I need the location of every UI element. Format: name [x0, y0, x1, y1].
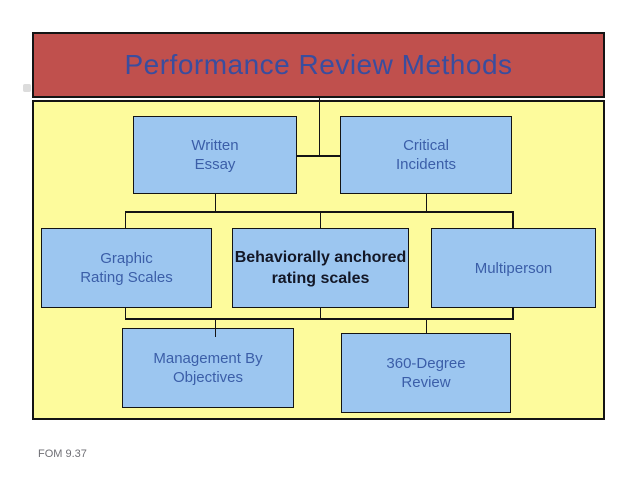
connector-row2-bus	[124, 211, 514, 213]
slide-footer: FOM 9.37	[38, 448, 87, 460]
page-title: Performance Review Methods	[124, 49, 513, 80]
connector-to-360-degree	[425, 318, 427, 334]
connector-title-down	[318, 98, 320, 156]
connector-critical-down	[425, 194, 427, 212]
connector-to-graphic	[124, 211, 126, 228]
node-graphic-rating-scales: Graphic Rating Scales	[41, 228, 212, 308]
connector-bars-down	[319, 308, 321, 319]
connector-to-bars	[319, 211, 321, 228]
connector-multiperson-down	[512, 308, 514, 319]
connector-written-essay-down	[214, 194, 216, 212]
node-behaviorally-anchored-rating-scales: Behaviorally anchored rating scales	[232, 228, 409, 308]
node-360-degree-review: 360-Degree Review	[341, 333, 511, 413]
connector-to-management	[214, 318, 216, 337]
connector-graphic-down	[124, 308, 126, 319]
smudge-artifact	[23, 84, 31, 92]
connector-row3-bus	[124, 318, 514, 320]
node-written-essay: Written Essay	[133, 116, 297, 194]
node-management-by-objectives: Management By Objectives	[122, 328, 294, 408]
connector-row1-link	[296, 155, 341, 157]
node-multiperson: Multiperson	[431, 228, 596, 308]
node-critical-incidents: Critical Incidents	[340, 116, 512, 194]
connector-to-multiperson	[512, 211, 514, 228]
title-bar: Performance Review Methods	[32, 32, 605, 98]
